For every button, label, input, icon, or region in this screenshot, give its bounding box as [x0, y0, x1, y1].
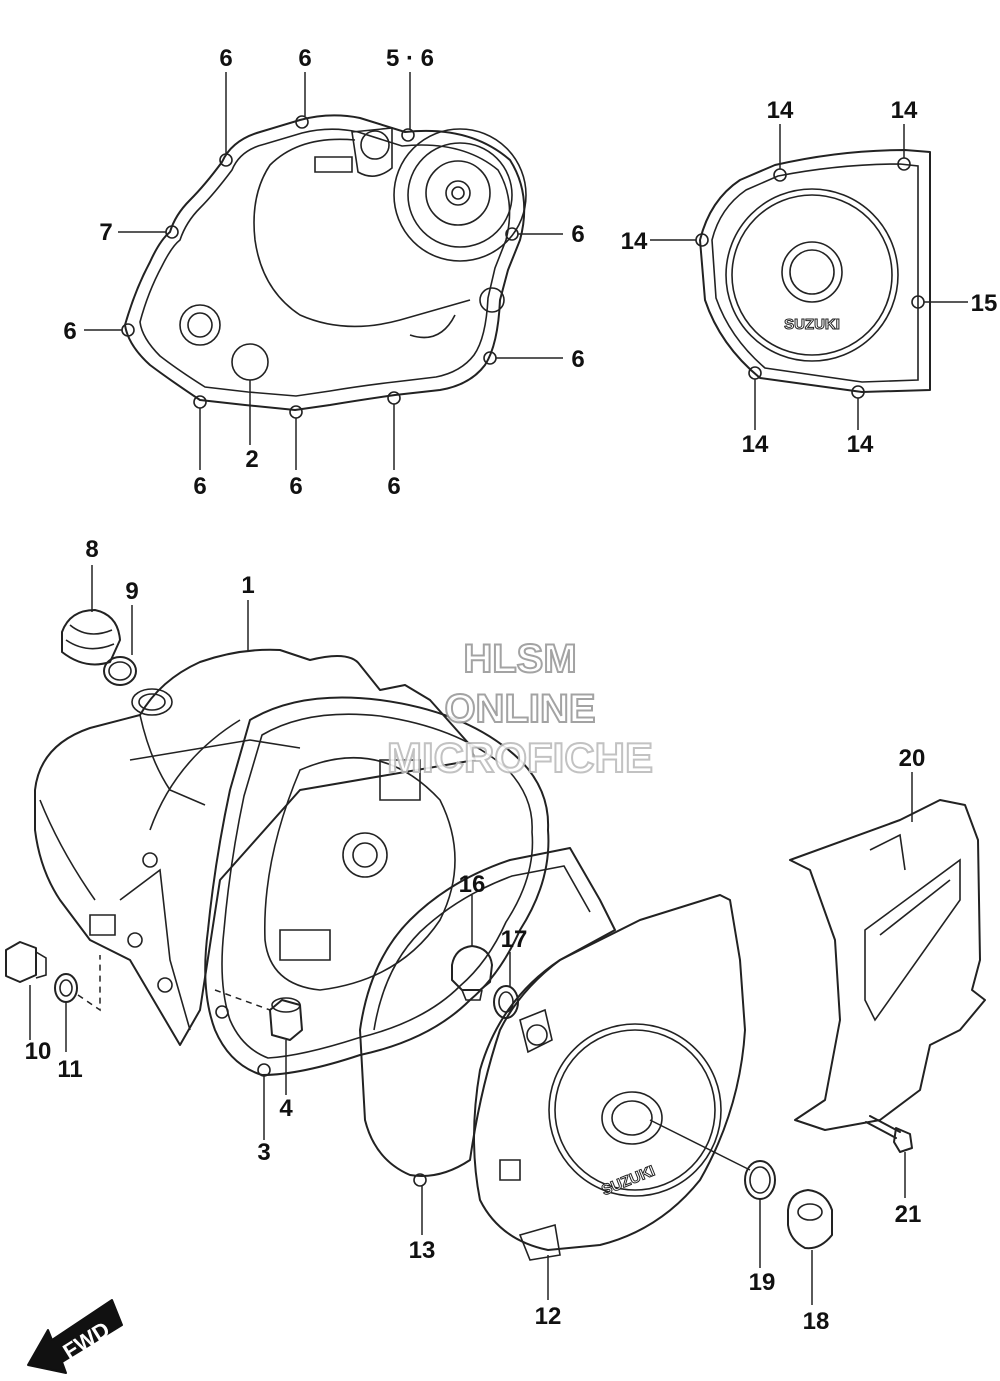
part-label-6: 6	[289, 473, 302, 500]
part-label-13: 13	[409, 1237, 436, 1264]
part-label-7: 7	[99, 219, 112, 246]
leader-lines-lower	[29, 565, 913, 1305]
part-label-11: 11	[57, 1056, 82, 1083]
oil-filler-cap	[61, 609, 121, 666]
part-label-20: 20	[899, 745, 926, 772]
magneto-gasket	[359, 847, 616, 1187]
part-label-14: 14	[847, 431, 874, 458]
part-label-14: 14	[742, 431, 769, 458]
part-label-1: 1	[241, 572, 254, 599]
part-label-3: 3	[257, 1139, 270, 1166]
part-label-5-6: 5 · 6	[386, 45, 434, 72]
bolt-21	[865, 1115, 913, 1153]
part-label-14: 14	[621, 228, 648, 255]
part-label-6: 6	[193, 473, 206, 500]
leader-lines-top-right	[650, 124, 968, 430]
part-label-6: 6	[219, 45, 232, 72]
part-label-18: 18	[803, 1308, 830, 1335]
part-label-19: 19	[749, 1269, 776, 1296]
washer-11	[54, 973, 78, 1003]
part-label-14: 14	[767, 97, 794, 124]
leader-lines-top-left	[84, 72, 563, 470]
part-label-21: 21	[895, 1201, 922, 1228]
part-label-6: 6	[571, 221, 584, 248]
part-label-15: 15	[971, 290, 998, 317]
plug-16	[451, 945, 493, 1001]
part-label-6: 6	[571, 346, 584, 373]
sprocket-cover	[789, 799, 986, 1131]
part-label-14: 14	[891, 97, 918, 124]
o-ring-17	[493, 985, 519, 1019]
dowel-pin	[214, 989, 303, 1041]
part-label-9: 9	[125, 578, 138, 605]
drain-plug	[5, 941, 47, 983]
clutch-cover-gasket-outline	[121, 114, 527, 419]
watermark-line-2: ONLINE	[444, 687, 595, 731]
watermark-line-1: HLSM	[463, 637, 576, 681]
clutch-cover	[34, 648, 476, 1046]
part-label-6: 6	[298, 45, 311, 72]
part-label-6: 6	[63, 318, 76, 345]
part-label-16: 16	[459, 871, 486, 898]
o-ring-9	[103, 656, 137, 686]
part-label-8: 8	[85, 536, 98, 563]
part-label-10: 10	[25, 1038, 52, 1065]
plug-18	[787, 1189, 833, 1250]
watermark: HLSM ONLINE MICROFICHE	[386, 636, 654, 782]
fwd-arrow: FWD	[27, 1299, 123, 1374]
part-label-12: 12	[535, 1303, 562, 1330]
part-labels: 6 6 5 · 6 7 6 6 6 2 6 6 6 14 14 14 15 14…	[25, 45, 998, 1335]
part-label-2: 2	[245, 446, 258, 473]
part-label-6: 6	[387, 473, 400, 500]
suzuki-logo-text: SUZUKI	[784, 316, 840, 333]
watermark-line-3: MICROFICHE	[387, 734, 653, 781]
part-label-4: 4	[279, 1095, 293, 1122]
suzuki-cover-logo: SUZUKI	[599, 1162, 657, 1199]
part-label-17: 17	[501, 926, 528, 953]
magneto-cover-gasket-outline: SUZUKI	[695, 149, 931, 399]
